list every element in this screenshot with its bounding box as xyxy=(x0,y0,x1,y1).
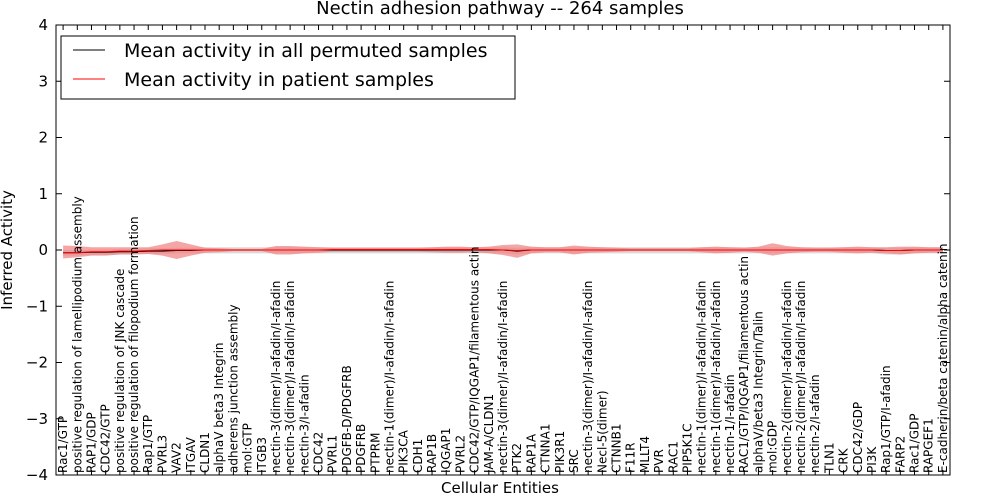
category-label: PTPRM xyxy=(368,433,382,474)
category-label: positive regulation of filopodium format… xyxy=(127,216,141,473)
category-label: CDH1 xyxy=(411,439,425,473)
category-label: nectin-3(dimer)/I-afadin/I-afadin xyxy=(496,281,510,473)
category-label: MLLT4 xyxy=(638,436,652,473)
category-label: RAP1/GDP xyxy=(84,412,98,473)
category-label: Necl-5(dimer) xyxy=(595,390,609,473)
category-label: PDGFB-D/PDGFRB xyxy=(340,365,354,473)
x-axis-label: Cellular Entities xyxy=(441,479,559,497)
category-label: F11R xyxy=(624,442,638,473)
category-label: mol:GTP xyxy=(241,423,255,473)
legend-box xyxy=(60,35,516,100)
category-label: positive regulation of lamellipodium ass… xyxy=(70,196,84,473)
category-label: ITGB3 xyxy=(255,437,269,473)
category-label: VAV2 xyxy=(170,442,184,473)
category-label: PIK3R1 xyxy=(553,431,567,473)
category-label: CDC42 xyxy=(312,432,326,473)
category-label: RAC1/GTP/IQGAP1/filamentous actin xyxy=(737,256,751,473)
legend-label-permuted: Mean activity in all permuted samples xyxy=(124,40,487,62)
y-tick-label: 0 xyxy=(38,241,48,259)
category-label: RAPGEF1 xyxy=(922,418,936,473)
category-label: CTNNA1 xyxy=(539,423,553,473)
y-axis-label: Inferred Activity xyxy=(0,190,16,310)
category-label: PTK2 xyxy=(510,443,524,473)
y-tick-label: 4 xyxy=(38,16,48,34)
category-label: PVRL3 xyxy=(155,435,169,473)
category-label: ITGAV xyxy=(184,436,198,473)
category-label: nectin-1/I-afadin xyxy=(723,374,737,473)
legend: Mean activity in all permuted samples Me… xyxy=(60,35,516,100)
category-label: CTNNB1 xyxy=(610,423,624,473)
category-label: Rap1/GTP xyxy=(141,415,155,473)
patient-mean-line xyxy=(63,248,943,254)
category-label: mol:GDP xyxy=(766,421,780,473)
category-label: nectin-3(dimer)/I-afadin/I-afadin xyxy=(269,281,283,473)
category-label: Rac1/GTP xyxy=(56,416,70,473)
category-label: PVR xyxy=(652,449,666,473)
category-label: nectin-1(dimer)/I-afadin/I-afadin xyxy=(382,281,396,473)
category-label: nectin-1(dimer)/I-afadin/I-afadin xyxy=(709,281,723,473)
category-label: CDC42/GDP xyxy=(851,402,865,473)
category-label: PIP5K1C xyxy=(680,423,694,473)
category-label: TLN1 xyxy=(822,442,836,474)
category-label: E-cadherin/beta catenin/alpha catenin xyxy=(936,243,950,473)
category-label: CLDN1 xyxy=(198,432,212,473)
category-label: Rac1/GDP xyxy=(908,414,922,473)
category-label: PDGFRB xyxy=(354,424,368,473)
category-label: alphaV beta3 Integrin xyxy=(212,342,226,473)
y-tick-label: 2 xyxy=(38,129,48,147)
category-label: SRC xyxy=(567,449,581,473)
category-label: alphaV/beta3 Integrin/Talin xyxy=(751,311,765,473)
category-label: FARP2 xyxy=(893,436,907,473)
y-tick-label: 3 xyxy=(38,72,48,90)
y-tick-label: −2 xyxy=(26,354,48,372)
category-label: RAP1B xyxy=(425,434,439,473)
category-label: Rap1/GTP/I-afadin xyxy=(879,365,893,473)
category-label: PVRL2 xyxy=(453,435,467,473)
category-label: nectin-2(dimer)/I-afadin/I-afadin xyxy=(794,281,808,473)
category-label: RAP1A xyxy=(524,433,538,473)
category-label: nectin-3/I-afadin xyxy=(297,374,311,473)
category-label: IQGAP1 xyxy=(439,428,453,473)
category-label: CDC42/GTP xyxy=(99,404,113,473)
y-tick-label: −3 xyxy=(26,410,48,428)
y-tick-label: −1 xyxy=(26,297,48,315)
category-label: positive regulation of JNK cascade xyxy=(113,269,127,473)
chart-title: Nectin adhesion pathway -- 264 samples xyxy=(316,0,684,19)
legend-label-patient: Mean activity in patient samples xyxy=(124,69,434,91)
category-label: RAC1 xyxy=(666,441,680,473)
category-label: nectin-3(dimer)/I-afadin/I-afadin xyxy=(283,281,297,473)
category-label: adherens junction assembly xyxy=(226,304,240,473)
category-label: nectin-2(dimer)/I-afadin/I-afadin xyxy=(780,281,794,473)
category-label: PIK3CA xyxy=(397,429,411,473)
category-label: nectin-3(dimer)/I-afadin/I-afadin xyxy=(581,281,595,473)
category-label: CRK xyxy=(837,447,851,473)
category-label: CDC42/GTP/IQGAP1/filamentous actin xyxy=(468,247,482,473)
series-lines xyxy=(63,248,943,254)
category-label: JAM-A/CLDN1 xyxy=(482,394,496,474)
y-tick-label: −4 xyxy=(26,466,48,484)
y-axis: −4 −3 −2 −1 0 1 2 3 4 xyxy=(26,16,950,484)
category-label: nectin-1(dimer)/I-afadin/I-afadin xyxy=(695,281,709,473)
category-label: PVRL1 xyxy=(326,435,340,473)
category-label: PI3K xyxy=(865,446,879,473)
y-tick-label: 1 xyxy=(38,185,48,203)
x-axis-ticks xyxy=(62,25,944,475)
category-label: nectin-2/I-afadin xyxy=(808,374,822,473)
